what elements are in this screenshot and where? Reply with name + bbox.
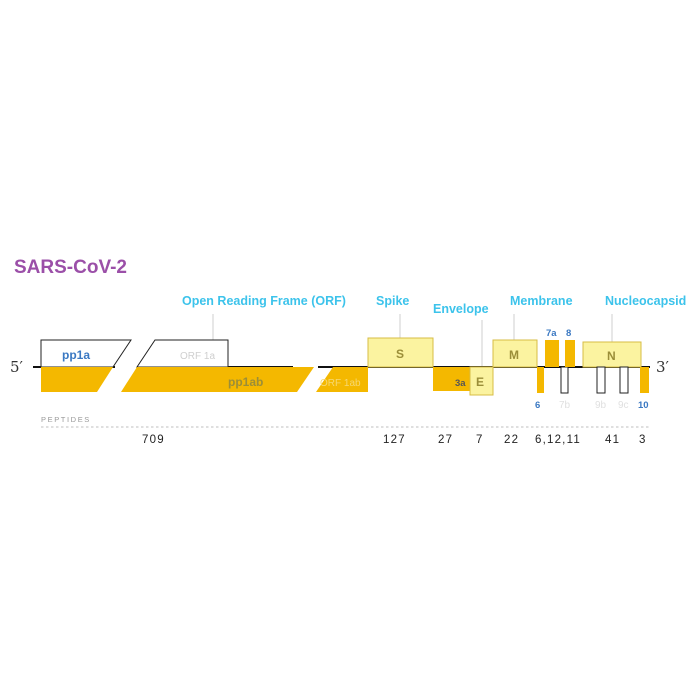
orf1ab-label: ORF 1ab (320, 378, 361, 389)
envelope-gene-box (469, 366, 494, 396)
orf7b-label: 7b (559, 400, 571, 411)
nucleocapsid-gene-label: N (607, 349, 616, 363)
peptide-count-orf10: 3 (639, 434, 647, 446)
orf1ab-box (316, 367, 368, 392)
orf6-box (537, 367, 544, 393)
orf9c-label: 9c (618, 400, 629, 411)
category-membrane-label: Membrane (510, 294, 573, 308)
membrane-gene-label: M (509, 348, 519, 362)
pp1ab-band (121, 367, 314, 392)
nucleocapsid-gene-box (582, 341, 642, 368)
pp1a-label: pp1a (62, 348, 90, 362)
spike-gene-box (367, 337, 434, 368)
peptides-heading: PEPTIDES (41, 415, 91, 424)
orf9c-box (619, 366, 629, 394)
orf10-box (640, 367, 649, 393)
orf7b-box (560, 366, 569, 394)
category-envelope-label: Envelope (433, 302, 489, 316)
membrane-gene-box (492, 339, 538, 368)
pp1ab-band-start (41, 367, 113, 392)
category-nucleocapsid-label: Nucleocapsid (605, 294, 686, 308)
peptide-count-orf3a: 27 (438, 434, 453, 446)
peptide-count-nucleocapsid: 41 (605, 434, 620, 446)
orf6-label: 6 (535, 400, 540, 411)
five-prime-end-label: 5′ (10, 358, 24, 376)
diagram-title: SARS-CoV-2 (14, 257, 127, 278)
orf1a-label: ORF 1a (180, 351, 215, 362)
peptide-count-envelope: 7 (476, 434, 484, 446)
three-prime-end-label: 3′ (656, 358, 670, 376)
envelope-gene-label: E (476, 375, 484, 389)
spike-gene-label: S (396, 347, 404, 361)
pp1ab-label: pp1ab (228, 375, 263, 389)
orf8-box (565, 340, 575, 367)
orf7a-label: 7a (546, 328, 557, 339)
orf8-label: 8 (566, 328, 571, 339)
orf3a-label: 3a (455, 378, 466, 389)
peptide-count-accessory: 6,12,11 (535, 434, 581, 446)
orf9b-box (596, 366, 606, 394)
peptide-count-spike: 127 (383, 434, 406, 446)
peptide-count-orf1ab: 709 (142, 434, 165, 446)
peptide-count-membrane: 22 (504, 434, 519, 446)
orf9b-label: 9b (595, 400, 607, 411)
orf3a-box (433, 367, 470, 391)
orf10-label: 10 (638, 400, 649, 411)
category-orf-label: Open Reading Frame (ORF) (182, 294, 346, 308)
orf7a-box (545, 340, 559, 367)
category-spike-label: Spike (376, 294, 409, 308)
